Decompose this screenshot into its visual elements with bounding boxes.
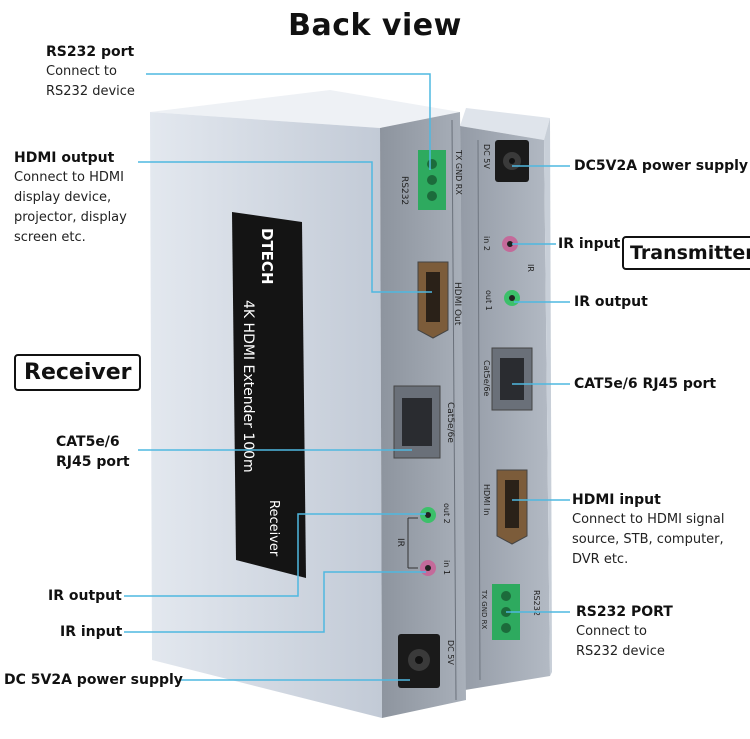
- dc-power-right: DC5V2A power supply: [574, 158, 749, 174]
- receiver-unit: [150, 90, 466, 718]
- hdmi-output-title: HDMI output: [14, 150, 115, 166]
- rs232-title: RS232 port: [46, 44, 135, 60]
- receiver-box: Receiver: [14, 354, 142, 391]
- hdmi-input-line-1: Connect to HDMI signal: [572, 512, 725, 527]
- transmitter-unit: [460, 108, 552, 690]
- rx-cat-label: Cat5e/6e: [445, 402, 455, 443]
- rs232-line-1: Connect to: [46, 64, 117, 79]
- hdmi-output-callout: HDMI output Connect to HDMI display devi…: [14, 148, 127, 248]
- rx-dc-label: DC 5V: [446, 640, 455, 665]
- transmitter-box: Transmitter: [622, 236, 750, 270]
- rs232-right-line-1: Connect to: [576, 624, 647, 639]
- ir-output-left: IR output: [48, 588, 122, 604]
- ir-input-left: IR input: [60, 624, 123, 640]
- rx-in-label: in 1: [442, 560, 451, 575]
- rs232-line-2: RS232 device: [46, 84, 135, 99]
- cat-right: CAT5e/6 RJ45 port: [574, 376, 717, 392]
- hdmi-output-line-1: Connect to HDMI: [14, 170, 124, 185]
- cat-callout: CAT5e/6 RJ45 port: [56, 432, 130, 472]
- hdmi-input-callout: HDMI input Connect to HDMI signal source…: [572, 490, 725, 570]
- callout-lines: [124, 73, 570, 681]
- hdmi-input-title: HDMI input: [572, 492, 661, 508]
- rs232-right-line-2: RS232 device: [576, 644, 665, 659]
- tx-ir-label: IR: [526, 264, 535, 272]
- rs232-right-title: RS232 PORT: [576, 604, 673, 620]
- tx-cat-label: Cat5e/6e: [482, 360, 491, 396]
- tx-in-label: in 2: [482, 236, 491, 251]
- rx-hdmi-label: HDMI Out: [452, 282, 462, 326]
- tx-out-label: out 1: [484, 290, 493, 311]
- rx-ir-label: IR: [395, 538, 405, 547]
- rs232-right-callout: RS232 PORT Connect to RS232 device: [576, 602, 673, 662]
- unit-name: Receiver: [266, 500, 281, 557]
- tx-dc-label: DC 5V: [482, 144, 491, 169]
- cat-line-1: CAT5e/6: [56, 434, 120, 450]
- tx-hdmi-label: HDMI In: [482, 484, 491, 515]
- rx-rs232-pins: TX GND RX: [454, 149, 463, 195]
- hdmi-input-line-2: source, STB, computer,: [572, 532, 724, 547]
- rx-out-label: out 2: [442, 503, 451, 524]
- hdmi-output-line-3: projector, display: [14, 210, 127, 225]
- ir-output-right: IR output: [574, 294, 648, 310]
- tx-rs232-label: RS232: [532, 590, 541, 616]
- dc-power-left: DC 5V2A power supply: [4, 672, 183, 688]
- hdmi-input-line-3: DVR etc.: [572, 552, 629, 567]
- rs232-callout: RS232 port Connect to RS232 device: [46, 42, 135, 102]
- rx-rs232-label: RS232: [399, 176, 409, 205]
- cat-line-2: RJ45 port: [56, 454, 130, 470]
- hdmi-output-line-2: display device,: [14, 190, 112, 205]
- ir-input-right: IR input: [558, 236, 621, 252]
- hdmi-output-line-4: screen etc.: [14, 230, 86, 245]
- product-name: 4K HDMI Extender 100m: [240, 300, 256, 473]
- brand-logo: DTECH: [258, 228, 276, 285]
- tx-rs232-pins: TX GND RX: [480, 589, 488, 629]
- page-title: Back view: [288, 8, 462, 43]
